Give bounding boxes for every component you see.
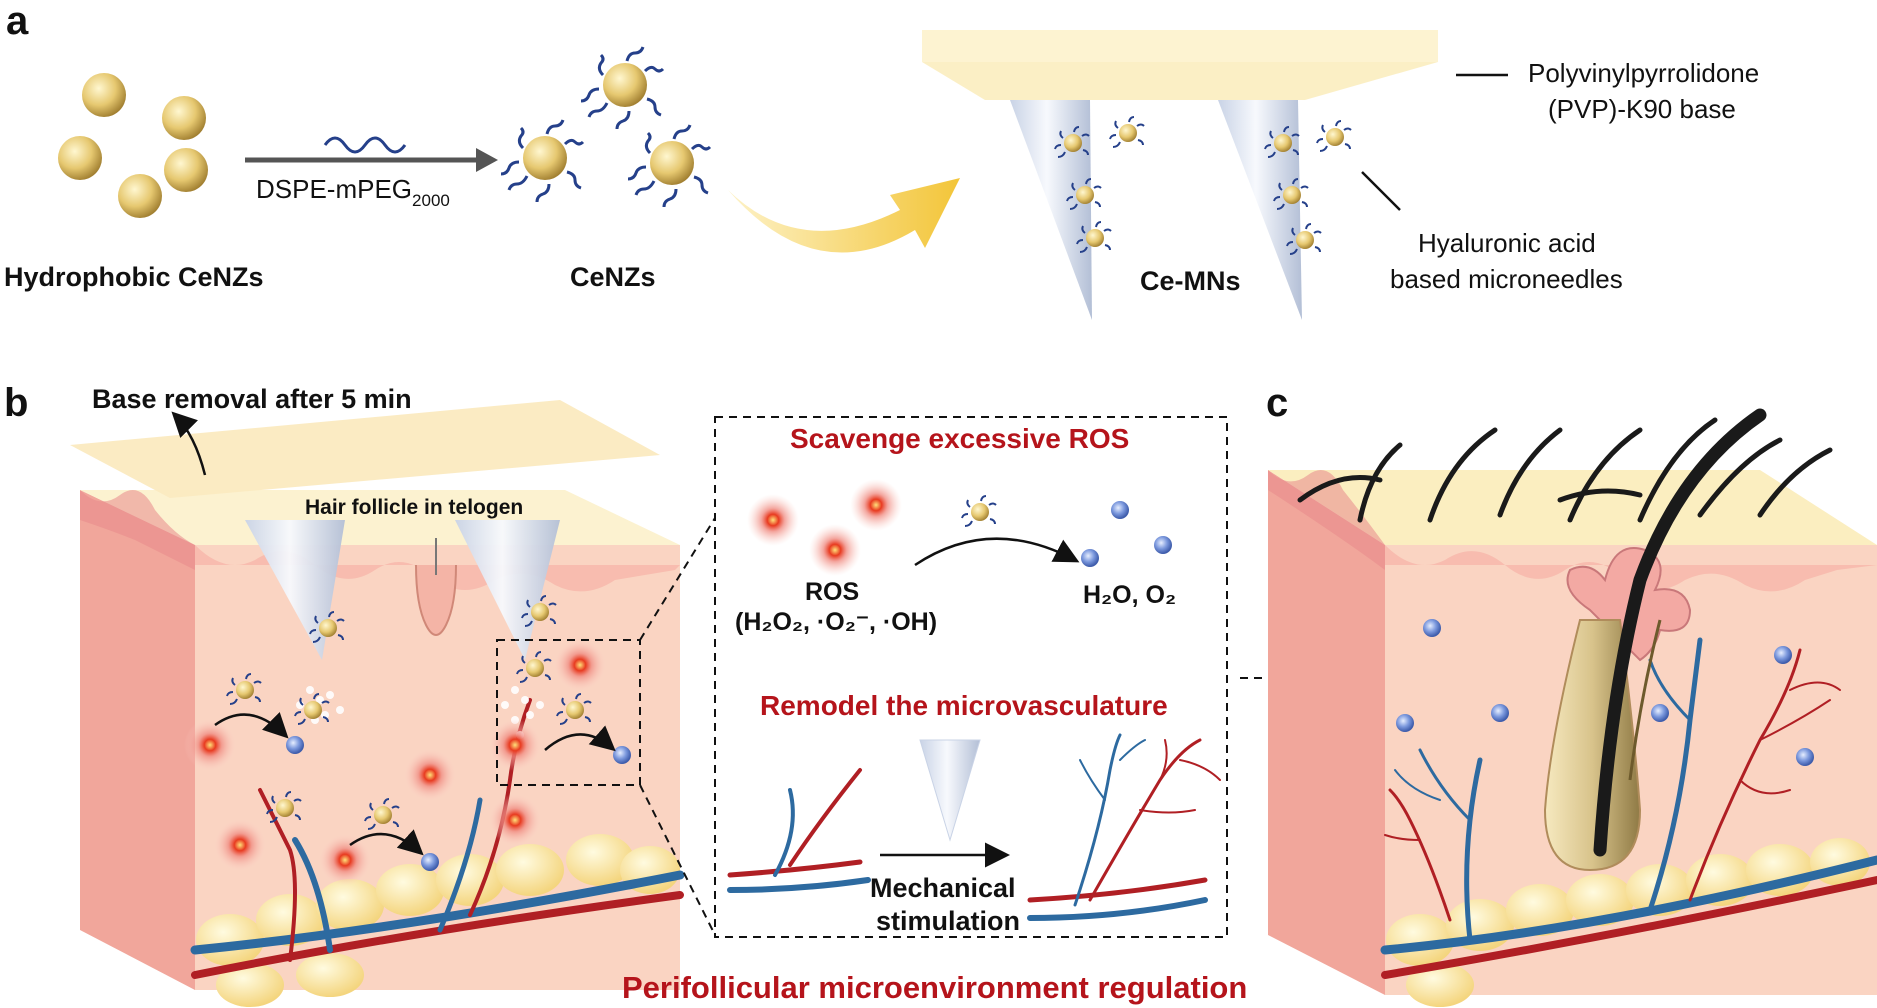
hair-follicle-label: Hair follicle in telogen	[305, 496, 523, 519]
products-label: H₂O, O₂	[1083, 581, 1176, 609]
zoom-box	[496, 639, 641, 786]
mech-label-line1: Mechanical	[870, 873, 1016, 903]
pegylated-cenzs-particles	[499, 45, 712, 209]
microneedle-1	[1010, 100, 1092, 320]
hair-follicle-telogen	[415, 538, 457, 636]
reagent-label: DSPE-mPEG2000	[256, 174, 450, 210]
ros-species-label: (H₂O₂, ·O₂⁻, ·OH)	[735, 608, 937, 636]
nanozymes-in-skin	[214, 651, 631, 871]
loading-arrow	[728, 178, 960, 253]
hydrophobic-cenzs-particles	[58, 73, 208, 218]
remodel-title: Remodel the microvasculature	[760, 690, 1168, 721]
mech-label-line2: stimulation	[876, 906, 1020, 936]
ha-label-line1: Hyaluronic acid	[1418, 228, 1596, 258]
panel-c-label: c	[1266, 381, 1288, 425]
hydrophobic-cenzs-label: Hydrophobic CeNZs	[4, 262, 264, 292]
ha-label-line2: based microneedles	[1390, 264, 1623, 294]
ros-label: ROS	[805, 578, 859, 606]
panel-b-label: b	[4, 381, 28, 425]
pegylation-arrow	[245, 136, 498, 172]
vessels-c	[1380, 637, 1877, 979]
vessels-before	[727, 768, 871, 893]
panel-a-label: a	[6, 0, 29, 43]
footer-title: Perifollicular microenvironment regulati…	[622, 970, 1247, 1005]
ce-mns-label: Ce-MNs	[1140, 266, 1241, 296]
microneedle-2	[1218, 100, 1302, 320]
vessels-after	[1027, 733, 1221, 921]
lifted-base-film	[70, 400, 660, 498]
scavenge-title: Scavenge excessive ROS	[790, 423, 1129, 454]
peg-chain-icon	[323, 136, 407, 154]
hair-follicle-anagen	[1543, 408, 1767, 872]
ce-mns-patch	[922, 30, 1438, 320]
hair-shafts	[1297, 417, 1833, 523]
needles-in-skin	[245, 520, 560, 739]
pvp-label-line1: Polyvinylpyrrolidone	[1528, 58, 1759, 88]
needle-icon	[919, 739, 981, 842]
pvp-label-line2: (PVP)-K90 base	[1548, 94, 1736, 124]
base-removal-label: Base removal after 5 min	[92, 384, 412, 414]
cenzs-label: CeNZs	[570, 262, 656, 292]
